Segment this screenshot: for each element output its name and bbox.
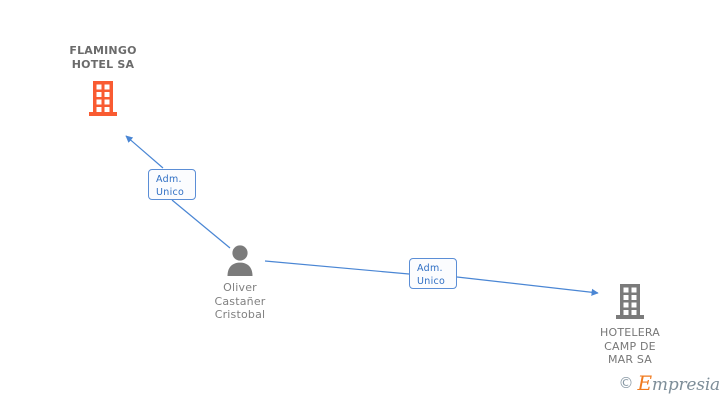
node-hotelera-camp-de-mar-sa-label: HOTELERA CAMP DE MAR SA [600, 326, 660, 366]
brand-name: Empresia [638, 373, 721, 394]
edge-oliver-to-adm-unico-left [171, 199, 231, 249]
edge-oliver-to-adm-unico-right [264, 260, 410, 275]
node-flamingo-hotel-sa-label: FLAMINGO HOTEL SA [69, 44, 137, 71]
copyright-icon: © [618, 374, 634, 392]
relation-label-adm-unico-flamingo[interactable]: Adm. Unico [148, 169, 196, 200]
edge-adm-unico-right-to-hotelera [456, 276, 599, 296]
node-hotelera-camp-de-mar-sa[interactable]: HOTELERA CAMP DE MAR SA [585, 282, 675, 367]
building-icon[interactable] [614, 282, 646, 320]
person-icon[interactable] [225, 244, 255, 276]
watermark-empresia: © Empresia [619, 373, 721, 394]
building-icon[interactable] [87, 79, 119, 117]
node-oliver-castaner-cristobal[interactable]: Oliver Castañer Cristobal [195, 244, 285, 322]
edge-adm-unico-left-to-flamingo [125, 135, 164, 169]
brand-initial: E [637, 371, 653, 395]
relation-label-adm-unico-hotelera[interactable]: Adm. Unico [409, 258, 457, 289]
node-flamingo-hotel-sa[interactable]: FLAMINGO HOTEL SA [48, 44, 158, 117]
brand-rest: mpresia [651, 375, 720, 395]
node-oliver-castaner-cristobal-label: Oliver Castañer Cristobal [214, 281, 266, 321]
